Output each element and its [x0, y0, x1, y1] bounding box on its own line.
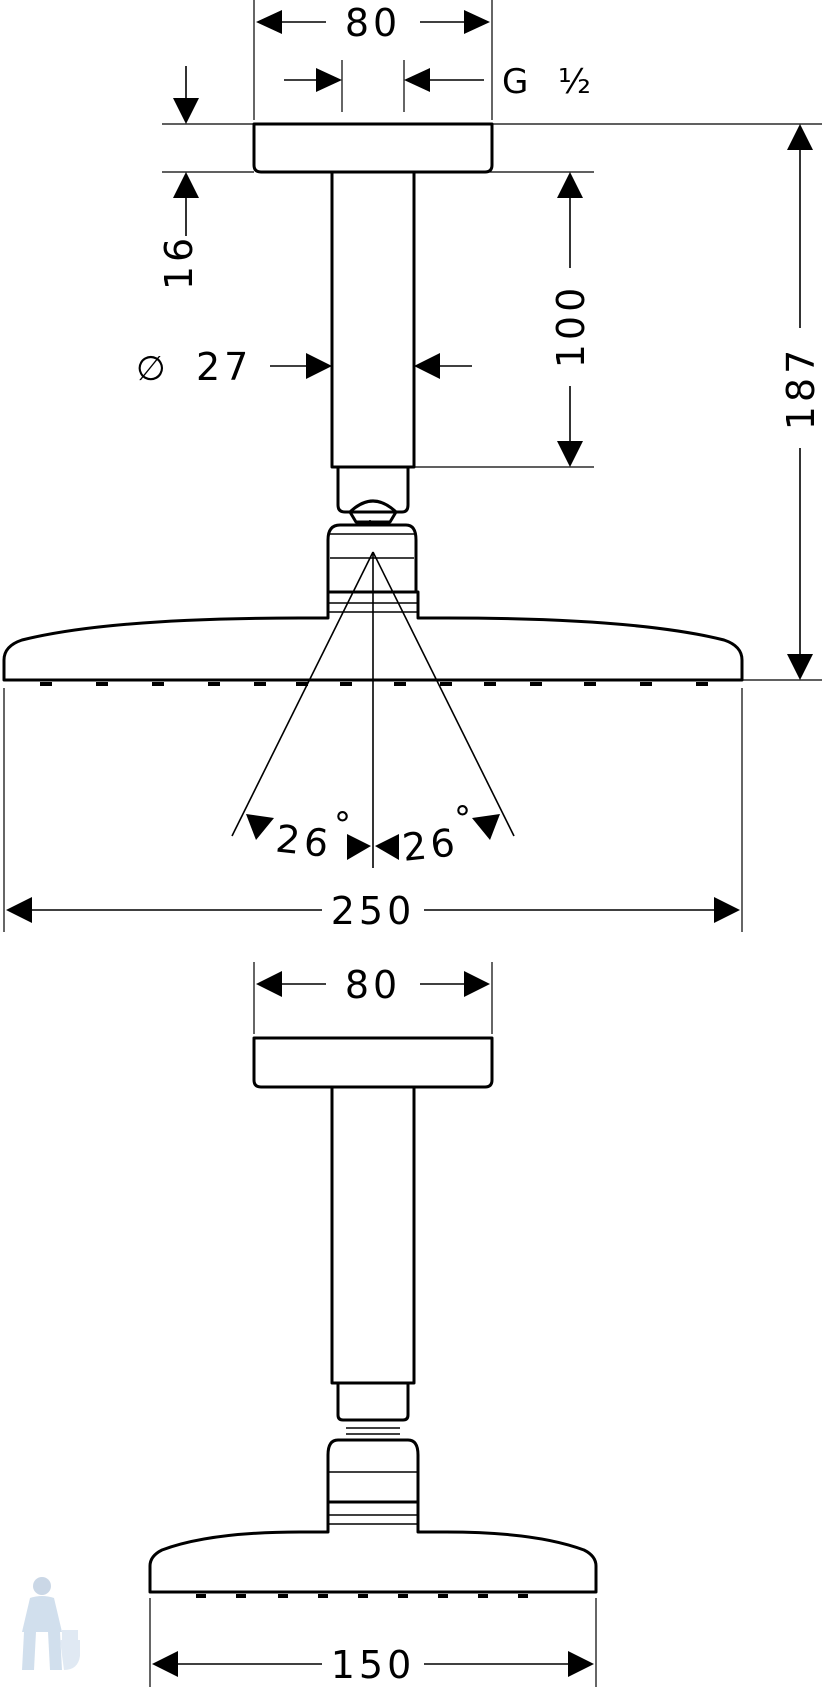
arrow-icon	[568, 1651, 594, 1677]
arrow-icon	[557, 172, 583, 198]
shower-head	[148, 1500, 598, 1594]
dim-head-width: 250	[331, 889, 416, 933]
nozzle-row	[40, 682, 708, 686]
arrow-icon	[256, 10, 282, 34]
dim-head-depth: 150	[331, 1643, 416, 1687]
ceiling-flange	[252, 1036, 494, 1089]
arrow-icon	[347, 834, 371, 860]
arrow-icon	[256, 971, 282, 997]
arrow-icon	[306, 353, 332, 379]
dim-total-height: 187	[779, 346, 823, 431]
arrow-icon	[557, 441, 583, 467]
arrow-icon	[787, 124, 813, 150]
top-view: 80 G ½ 16 ∅ 27 100	[2, 0, 823, 933]
dim-thread-size: ½	[558, 62, 591, 102]
arrow-icon	[472, 814, 500, 840]
shower-arm	[330, 170, 416, 469]
arrow-icon	[414, 353, 440, 379]
degree-mark: °	[334, 805, 351, 845]
swivel-ball	[348, 499, 398, 524]
swivel-joint-upper	[336, 467, 410, 514]
dim-flange-height: 16	[157, 234, 201, 290]
dim-pipe-diameter: 27	[196, 345, 252, 389]
arrow-icon	[246, 814, 274, 840]
ceiling-flange	[252, 122, 494, 174]
arrow-icon	[787, 654, 813, 680]
arrow-icon	[714, 897, 740, 923]
arrow-icon	[464, 971, 490, 997]
arrow-icon	[404, 68, 430, 92]
arrow-icon	[316, 68, 342, 92]
arrow-icon	[152, 1651, 178, 1677]
spray-angle-line-left	[231, 551, 374, 837]
arrow-icon	[464, 10, 490, 34]
diameter-icon: ∅	[136, 349, 166, 389]
spray-angle-line-right	[372, 551, 515, 837]
swivel-joint-upper	[336, 1383, 410, 1422]
nozzle-row	[196, 1594, 528, 1598]
arrow-icon	[375, 834, 399, 860]
bottom-view: 80 150	[148, 962, 598, 1687]
shower-arm	[330, 1085, 416, 1385]
degree-mark: °	[454, 799, 471, 839]
dim-angle-right: 26	[400, 820, 461, 870]
dim-flange-width: 80	[345, 1, 401, 45]
swivel-joint-lower	[326, 1438, 420, 1504]
arrow-icon	[173, 98, 199, 124]
arrow-icon	[6, 897, 32, 923]
dim-angle-left: 26	[274, 817, 335, 867]
dim-arm-length: 100	[549, 284, 593, 369]
dim-thread: G	[502, 62, 528, 102]
plumber-watermark-icon	[22, 1577, 80, 1670]
dim-flange-width: 80	[345, 963, 401, 1007]
arrow-icon	[173, 172, 199, 198]
